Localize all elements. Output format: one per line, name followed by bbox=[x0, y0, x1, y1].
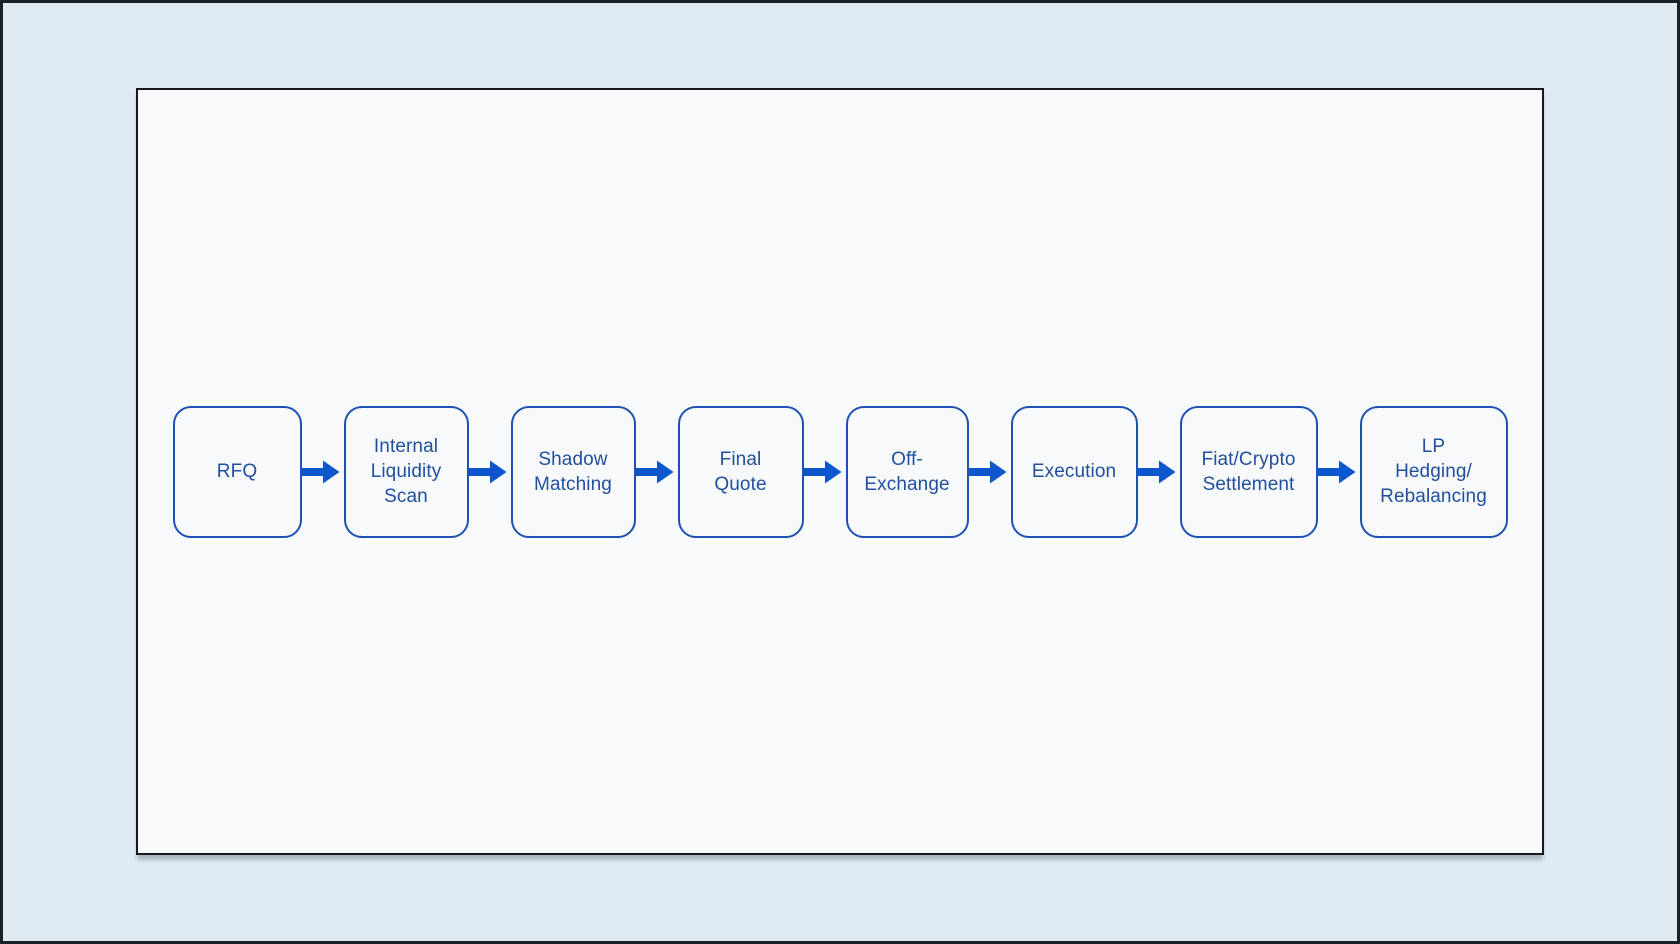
flow-node-fiat-crypto-settlement: Fiat/Crypto Settlement bbox=[1179, 405, 1318, 538]
node-label: Off- Exchange bbox=[864, 448, 950, 495]
flow-arrow bbox=[968, 460, 1011, 484]
node-label: Fiat/Crypto Settlement bbox=[1201, 448, 1296, 495]
node-label: RFQ bbox=[216, 461, 258, 482]
node-label: Final Quote bbox=[714, 448, 767, 495]
flow-node-lp-hedging-rebalancing: LP Hedging/ Rebalancing bbox=[1359, 405, 1508, 538]
arrow-right-icon bbox=[968, 460, 1006, 483]
flow-arrow bbox=[1137, 460, 1180, 484]
flow-arrow bbox=[468, 460, 511, 484]
flow-arrow bbox=[635, 460, 678, 484]
diagram-canvas: RFQ Internal Liquidity Scan Shadow Match… bbox=[136, 88, 1544, 855]
flowchart: RFQ Internal Liquidity Scan Shadow Match… bbox=[172, 405, 1508, 538]
flow-arrow bbox=[301, 460, 344, 484]
arrow-right-icon bbox=[803, 460, 841, 483]
node-label: Shadow Matching bbox=[534, 448, 612, 495]
node-label: LP Hedging/ Rebalancing bbox=[1380, 436, 1487, 507]
arrow-right-icon bbox=[301, 460, 339, 483]
flow-node-off-exchange: Off- Exchange bbox=[845, 405, 969, 538]
flow-node-shadow-matching: Shadow Matching bbox=[510, 405, 636, 538]
flow-node-internal-liquidity-scan: Internal Liquidity Scan bbox=[343, 405, 469, 538]
flow-node-execution: Execution bbox=[1010, 405, 1138, 538]
node-label: Internal Liquidity Scan bbox=[370, 436, 442, 507]
arrow-right-icon bbox=[1137, 460, 1175, 483]
flow-node-final-quote: Final Quote bbox=[677, 405, 804, 538]
arrow-right-icon bbox=[635, 460, 673, 483]
arrow-right-icon bbox=[1317, 460, 1355, 483]
flow-arrow bbox=[1317, 460, 1360, 484]
node-label: Execution bbox=[1031, 461, 1117, 482]
arrow-right-icon bbox=[468, 460, 506, 483]
flow-arrow bbox=[803, 460, 846, 484]
flow-node-rfq: RFQ bbox=[172, 405, 302, 538]
